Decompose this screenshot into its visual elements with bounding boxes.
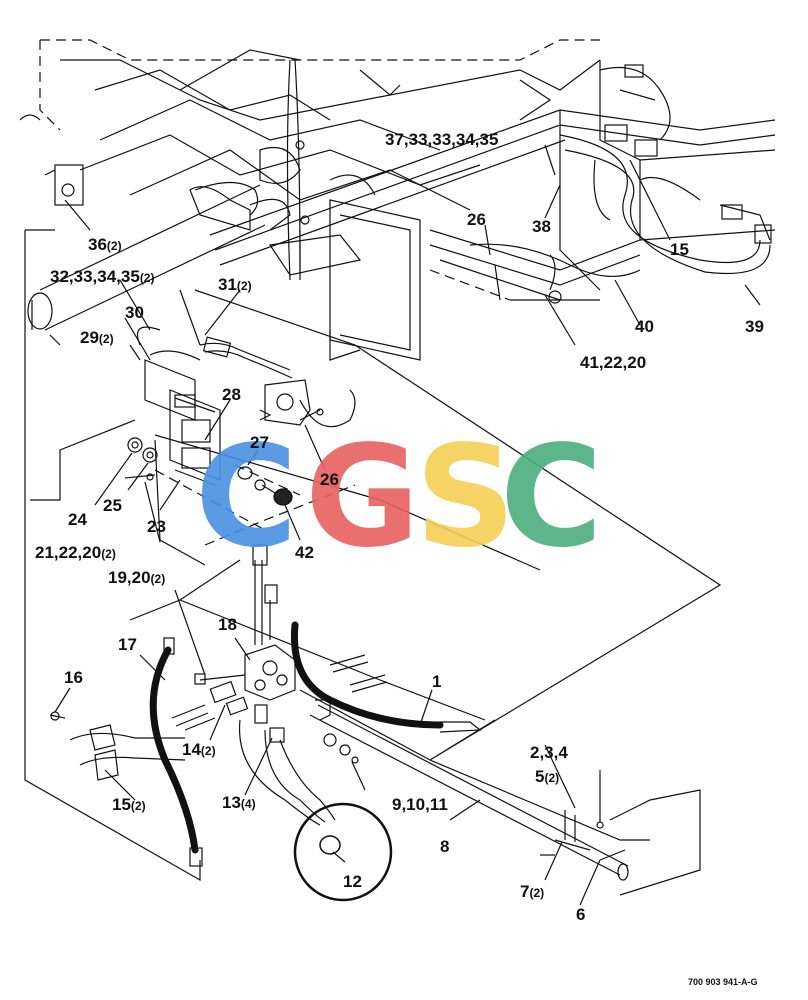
switch-27-42 (124, 466, 293, 506)
callout-15-lower: 15(2) (112, 795, 146, 814)
callout-labels: 36(2) 32,33,34,35(2) 31(2) 30 29(2) 28 2… (35, 130, 764, 924)
callout-6: 6 (576, 905, 585, 924)
mounting-bracket (127, 326, 221, 486)
callout-26-upper: 26 (467, 210, 486, 229)
callout-30: 30 (125, 303, 144, 322)
valve-block-18 (171, 544, 388, 743)
callout-9-10-11: 9,10,11 (392, 795, 448, 814)
callout-8: 8 (440, 837, 449, 856)
callout-15-upper: 15 (670, 240, 689, 259)
callout-5: 5(2) (535, 767, 559, 786)
callout-39: 39 (745, 317, 764, 336)
watermark: C G S C (195, 416, 603, 579)
callout-14: 14(2) (182, 740, 216, 759)
callout-12: 12 (343, 872, 362, 891)
callout-13: 13(4) (222, 793, 256, 812)
callout-16: 16 (64, 668, 83, 687)
callout-21-22-20: 21,22,20(2) (35, 543, 116, 562)
callout-26-lower: 26 (320, 470, 339, 489)
rod-assembly-8 (309, 699, 629, 881)
watermark-letter: S (415, 416, 516, 579)
leader-lines (54, 144, 761, 906)
callout-2-3-4: 2,3,4 (530, 743, 568, 762)
watermark-letter: G (305, 416, 420, 579)
clamp-15-16 (49, 711, 186, 781)
callout-28: 28 (222, 385, 241, 404)
callout-32-33-34-35: 32,33,34,35(2) (50, 267, 154, 286)
wire-harness-31 (199, 330, 361, 428)
o-ring-12 (319, 835, 341, 855)
callout-37-33-33-34-35: 37,33,33,34,35 (385, 130, 498, 149)
callout-1: 1 (432, 672, 441, 691)
axle-housing (27, 181, 266, 346)
watermark-letter: C (195, 416, 298, 579)
leader-frame-lines (24, 229, 722, 896)
callout-27: 27 (250, 433, 269, 452)
callout-23: 23 (147, 517, 166, 536)
callout-7: 7(2) (520, 882, 544, 901)
callout-25: 25 (103, 496, 122, 515)
callout-29: 29(2) (80, 328, 114, 347)
callout-36: 36(2) (88, 235, 122, 254)
callout-19-20: 19,20(2) (108, 568, 165, 587)
callout-41-22-20: 41,22,20 (580, 353, 646, 372)
callout-31: 31(2) (218, 275, 252, 294)
callout-40: 40 (635, 317, 654, 336)
callout-38: 38 (532, 217, 551, 236)
callout-17: 17 (118, 635, 137, 654)
callout-18: 18 (218, 615, 237, 634)
callout-24: 24 (68, 510, 87, 529)
drawing-number: 700 903 941-A-G (688, 977, 758, 987)
watermark-letter: C (500, 416, 603, 579)
o-ring-detail (293, 802, 393, 902)
machine-frame (19, 39, 776, 361)
callout-42: 42 (295, 543, 314, 562)
clamp-26 (259, 379, 324, 426)
